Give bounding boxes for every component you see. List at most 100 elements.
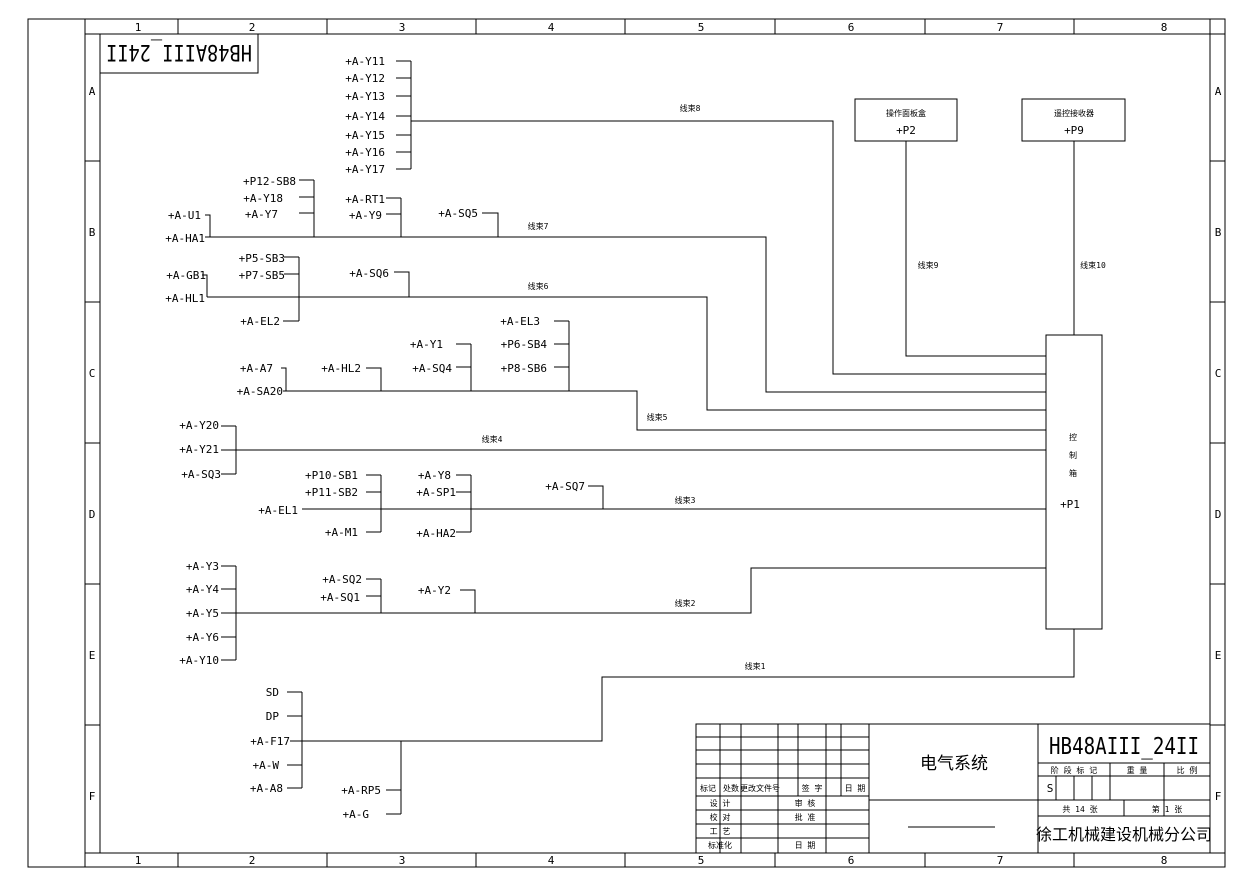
cable-label-5: 线束5 <box>647 412 668 422</box>
col-label: 3 <box>399 854 406 867</box>
sheet-number: 第 1 张 <box>1152 804 1182 814</box>
component-group-sq7: +A-SQ7 <box>545 480 604 509</box>
component-label: +A-U1 <box>168 209 201 222</box>
grid-column-labels: 1 2 3 4 5 6 7 8 1 2 3 4 5 6 7 8 <box>135 21 1168 867</box>
total-sheets: 共 14 张 <box>1062 805 1097 814</box>
component-group-y20: +A-Y20 +A-Y21 +A-SQ3 <box>179 419 237 481</box>
component-group-rp5: +A-RP5 +A-G <box>341 741 402 821</box>
row-label: A <box>1215 85 1222 98</box>
component-label: +P6-SB4 <box>501 338 548 351</box>
revision-header: 更改文件号 <box>740 783 780 793</box>
component-label: +A-EL1 <box>258 504 298 517</box>
component-label: +A-F17 <box>250 735 290 748</box>
grid-row-labels: A B C D E F A B C D E F <box>89 85 1222 803</box>
cable-label-4: 线束4 <box>482 434 503 444</box>
component-label: +A-Y5 <box>186 607 219 620</box>
box-p2-label: +P2 <box>896 124 916 137</box>
component-group-sq2: +A-SQ2 +A-SQ1 <box>320 573 382 613</box>
component-group-sq6: +A-SQ6 <box>349 267 410 297</box>
component-label: +A-EL3 <box>500 315 540 328</box>
component-group-p12: +P12-SB8 +A-Y18 +A-Y7 <box>243 175 315 237</box>
component-label: +A-SP1 <box>416 486 456 499</box>
cable-label-3: 线束3 <box>675 495 696 505</box>
component-label: +A-SQ3 <box>181 468 221 481</box>
row-label: D <box>89 508 96 521</box>
cable-label-6: 线束6 <box>528 281 549 291</box>
component-group-y8: +A-Y8 +A-SP1 +A-HA2 <box>416 469 472 540</box>
component-label: +A-SQ6 <box>349 267 389 280</box>
stage-header: 阶 段 标 记 <box>1051 765 1097 775</box>
component-label: +A-Y17 <box>345 163 385 176</box>
row-label: C <box>89 367 96 380</box>
signoff-label: 日 期 <box>795 841 816 850</box>
col-label: 3 <box>399 21 406 34</box>
control-box-caption-1: 控 <box>1069 432 1077 442</box>
component-label: +A-Y13 <box>345 90 385 103</box>
col-label: 7 <box>997 854 1004 867</box>
component-label: +A-Y8 <box>418 469 451 482</box>
component-label: +A-Y7 <box>245 208 278 221</box>
component-label: +A-Y15 <box>345 129 385 142</box>
inner-frame <box>99 33 1211 854</box>
revision-header: 标记 <box>700 783 716 793</box>
component-label: +A-SQ7 <box>545 480 585 493</box>
component-label: +A-HL1 <box>165 292 205 305</box>
component-group-y1: +A-Y1 +A-SQ4 <box>410 338 472 391</box>
row-label: E <box>1215 649 1222 662</box>
component-group-p10: +P10-SB1 +P11-SB2 +A-M1 <box>305 469 382 539</box>
scale-header: 比 例 <box>1177 765 1198 775</box>
cable-labels: 线束8 线束7 线束6 线束5 线束4 线束3 线束2 线束1 线束9 线束10 <box>482 103 1106 671</box>
component-group-rt1: +A-RT1 +A-Y9 <box>345 193 402 237</box>
cable-label-7: 线束7 <box>528 221 549 231</box>
component-label: +P7-SB5 <box>239 269 285 282</box>
title-block: 标记 处数 更改文件号 签 字 日 期 设 计 校 对 工 艺 标准化 审 核 … <box>695 723 1212 854</box>
component-label: +A-Y16 <box>345 146 385 159</box>
component-group-hl2: +A-HL2 <box>321 362 382 391</box>
drawing-name: 电气系统 <box>920 754 988 774</box>
drawing-number-upside-down: HB48AIII_24II <box>99 33 259 74</box>
component-label: +A-A7 <box>240 362 273 375</box>
component-label: +P8-SB6 <box>501 362 547 375</box>
component-label: +A-Y21 <box>179 443 219 456</box>
box-p9-label: +P9 <box>1064 124 1084 137</box>
revision-header: 日 期 <box>845 784 866 793</box>
component-group-u1: +A-U1 +A-HA1 <box>165 209 211 245</box>
component-group-p5: +P5-SB3 +P7-SB5 +A-EL2 <box>239 252 300 328</box>
col-label: 6 <box>848 854 855 867</box>
cable-label-1: 线束1 <box>745 661 766 671</box>
component-group-sq5: +A-SQ5 <box>438 207 499 237</box>
component-label: +A-Y2 <box>418 584 451 597</box>
col-label: 8 <box>1161 21 1168 34</box>
col-label: 4 <box>548 854 555 867</box>
component-label: +A-SQ5 <box>438 207 478 220</box>
cable-label-8: 线束8 <box>680 103 701 113</box>
component-group-y11-y17: +A-Y11 +A-Y12 +A-Y13 +A-Y14 +A-Y15 +A-Y1… <box>345 55 412 176</box>
component-label: +A-Y10 <box>179 654 219 667</box>
component-label: +A-RP5 <box>341 784 381 797</box>
box-p2-caption: 操作面板盒 <box>886 108 926 118</box>
component-group-y2: +A-Y2 <box>418 584 476 613</box>
component-group-a7: +A-A7 +A-SA20 <box>237 362 287 398</box>
box-p9: 遥控接收器 +P9 <box>1021 98 1126 142</box>
col-label: 6 <box>848 21 855 34</box>
row-label: A <box>89 85 96 98</box>
component-label: +A-Y14 <box>345 110 385 123</box>
signoff-label: 工 艺 <box>710 827 731 836</box>
component-label: +A-Y4 <box>186 583 219 596</box>
wires <box>207 120 1075 742</box>
signoff-label: 审 核 <box>795 798 816 808</box>
col-label: 2 <box>249 21 256 34</box>
component-label: +A-Y3 <box>186 560 219 573</box>
col-label: 7 <box>997 21 1004 34</box>
component-label: +A-GB1 <box>166 269 206 282</box>
col-label: 2 <box>249 854 256 867</box>
cable-label-2: 线束2 <box>675 598 696 608</box>
component-label: +A-EL2 <box>240 315 280 328</box>
component-label: +P5-SB3 <box>239 252 285 265</box>
row-label: E <box>89 649 96 662</box>
col-label: 1 <box>135 854 142 867</box>
col-label: 1 <box>135 21 142 34</box>
component-label: +P11-SB2 <box>305 486 358 499</box>
row-label: C <box>1215 367 1222 380</box>
component-label: +A-Y1 <box>410 338 443 351</box>
